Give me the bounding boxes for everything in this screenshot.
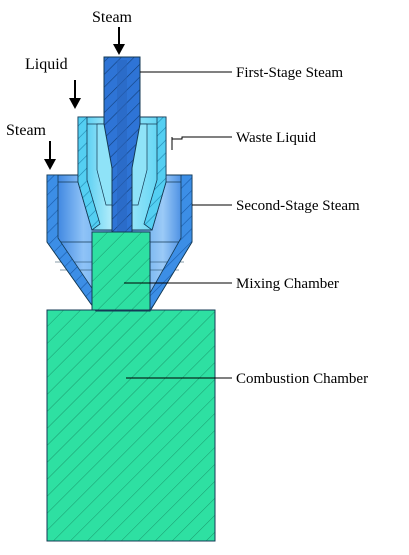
combustion-chamber: [46, 309, 216, 542]
arrow-steam-left: [44, 141, 56, 170]
callout-waste-liquid: Waste Liquid: [236, 130, 317, 146]
second-stage-wall-right: [145, 174, 193, 312]
leader-waste-liquid: [172, 136, 232, 140]
label-steam-top: Steam: [92, 9, 133, 26]
mixing-chamber: [91, 231, 151, 311]
callout-combustion-chamber: Combustion Chamber: [236, 371, 368, 387]
first-stage-bore: [117, 60, 127, 232]
callout-first-stage-steam: First-Stage Steam: [236, 65, 343, 81]
label-steam-left: Steam: [6, 122, 47, 139]
liquid-wall-right: [143, 116, 167, 231]
callout-mixing-chamber: Mixing Chamber: [236, 276, 339, 292]
liquid-wall-left: [77, 116, 101, 231]
arrow-steam-top: [113, 27, 125, 55]
callout-second-stage-steam: Second-Stage Steam: [236, 198, 360, 214]
label-liquid: Liquid: [25, 56, 68, 73]
arrow-liquid: [69, 80, 81, 109]
